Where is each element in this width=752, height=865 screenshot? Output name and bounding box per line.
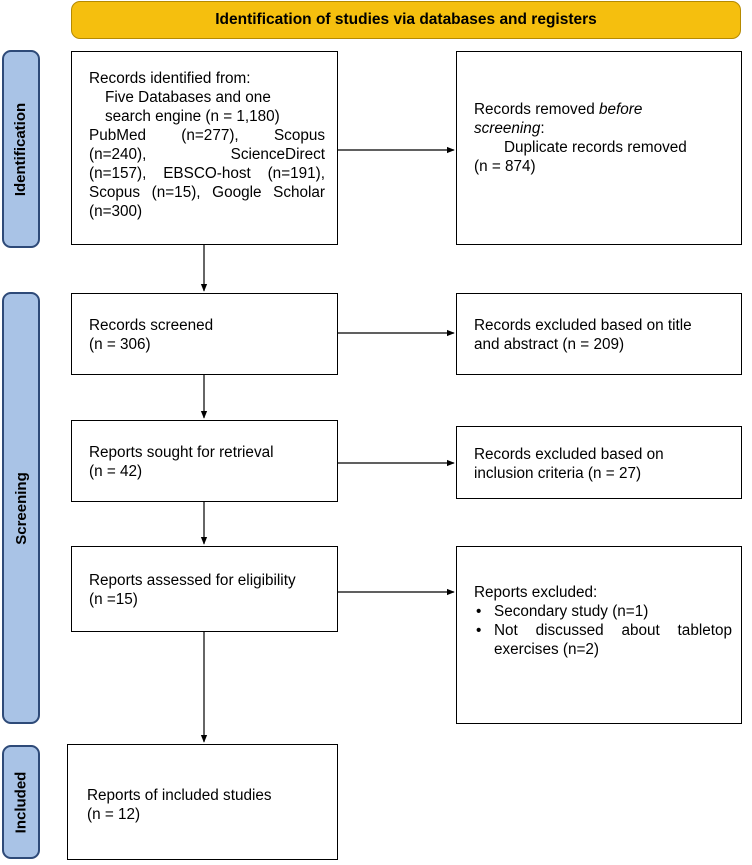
- phase-included: Included: [2, 745, 40, 859]
- reports-excluded-list: Secondary study (n=1) Not discussed abou…: [474, 602, 732, 659]
- records-screened-count: (n = 306): [89, 336, 151, 353]
- reports-sought-label: Reports sought for retrieval: [89, 444, 274, 461]
- identified-line-7: (n=300): [89, 203, 143, 220]
- records-identified-title: Records identified from:: [89, 70, 251, 87]
- records-removed-box: Records removed before screening: Duplic…: [456, 51, 742, 245]
- reports-sought-box: Reports sought for retrieval (n = 42): [71, 420, 338, 502]
- identified-line-3: PubMed (n=277), Scopus: [89, 127, 325, 144]
- identified-line-4: (n=240), ScienceDirect: [89, 146, 325, 163]
- excluded-title-abstract-box: Records excluded based on title and abst…: [456, 293, 742, 375]
- reports-excluded-title: Reports excluded:: [474, 584, 598, 601]
- reports-sought-count: (n = 42): [89, 463, 143, 480]
- excluded-inclusion-line-2: inclusion criteria (n = 27): [474, 465, 642, 482]
- reports-excluded-box: Reports excluded: Secondary study (n=1) …: [456, 546, 742, 724]
- included-studies-label: Reports of included studies: [87, 787, 272, 804]
- excluded-title-line-2: and abstract (n = 209): [474, 336, 625, 353]
- identified-line-5: (n=157), EBSCO-host (n=191),: [89, 165, 325, 182]
- included-studies-box: Reports of included studies (n = 12): [67, 744, 338, 860]
- phase-identification: Identification: [2, 50, 40, 248]
- excluded-inclusion-box: Records excluded based on inclusion crit…: [456, 426, 742, 499]
- records-removed-line-1: Records removed before: [474, 101, 643, 118]
- reports-excluded-item: Not discussed about tabletop exercises (…: [474, 621, 732, 659]
- reports-excluded-item: Secondary study (n=1): [474, 602, 732, 621]
- header-title: Identification of studies via databases …: [215, 11, 597, 28]
- records-identified-box: Records identified from: Five Databases …: [71, 51, 338, 245]
- reports-assessed-count: (n =15): [89, 591, 138, 608]
- header-banner: Identification of studies via databases …: [71, 1, 741, 39]
- records-removed-line-4: (n = 874): [474, 158, 536, 175]
- identified-line-2: search engine (n = 1,180): [105, 108, 280, 125]
- identified-line-6: Scopus (n=15), Google Scholar: [89, 184, 325, 201]
- excluded-inclusion-line-1: Records excluded based on: [474, 446, 664, 463]
- reports-assessed-label: Reports assessed for eligibility: [89, 572, 296, 589]
- records-removed-line-3: Duplicate records removed: [504, 139, 687, 156]
- phase-screening: Screening: [2, 292, 40, 724]
- identified-line-1: Five Databases and one: [105, 89, 271, 106]
- records-screened-label: Records screened: [89, 317, 214, 334]
- excluded-title-line-1: Records excluded based on title: [474, 317, 692, 334]
- records-screened-box: Records screened (n = 306): [71, 293, 338, 375]
- reports-assessed-box: Reports assessed for eligibility (n =15): [71, 546, 338, 632]
- included-studies-count: (n = 12): [87, 806, 141, 823]
- records-removed-line-2: screening:: [474, 120, 545, 137]
